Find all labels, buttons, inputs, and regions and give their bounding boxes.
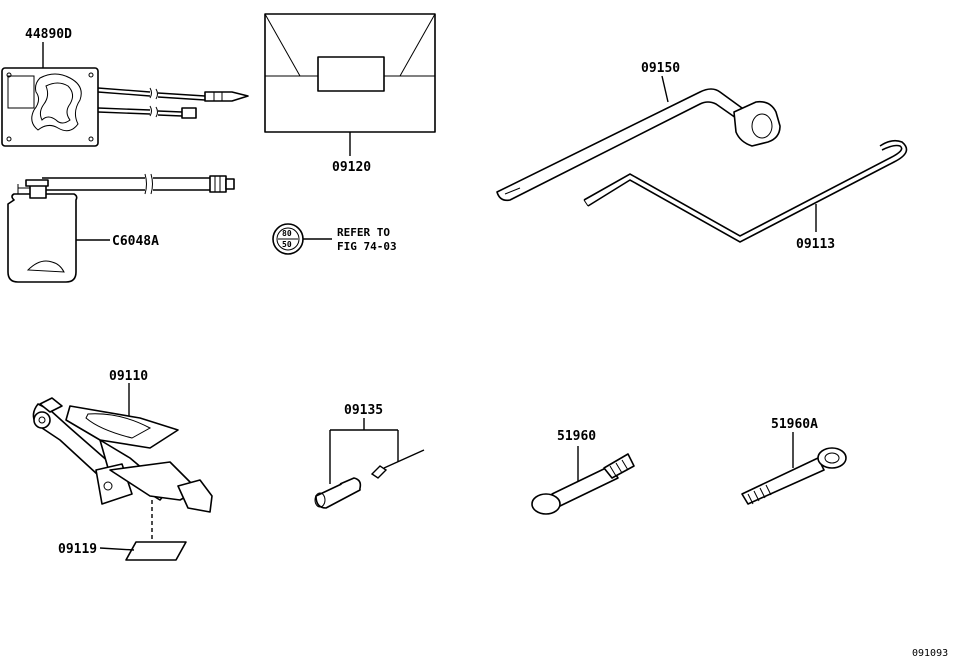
reference-badge	[272, 223, 332, 255]
sealant-bottle-drawing	[7, 173, 235, 283]
badge-bottom-number: 50	[282, 240, 292, 249]
part-label-09135: 09135	[344, 403, 383, 418]
part-label-51960: 51960	[557, 429, 596, 444]
part-label-09120: 09120	[332, 160, 371, 175]
bolt-51960a-drawing	[741, 432, 847, 505]
part-label-c6048a: C6048A	[112, 234, 159, 249]
figure-number: 091093	[912, 648, 948, 659]
label-sticker-drawing	[99, 541, 187, 561]
reference-line-1: REFER TO	[337, 226, 390, 239]
part-label-09113: 09113	[796, 237, 835, 252]
tool-bag-drawing	[264, 13, 436, 156]
part-label-44890d: 44890D	[25, 27, 72, 42]
part-label-09110: 09110	[109, 369, 148, 384]
part-label-09150: 09150	[641, 61, 680, 76]
compressor-unit-drawing	[1, 42, 249, 147]
bolt-51960-drawing	[531, 446, 635, 515]
badge-top-number: 80	[282, 229, 292, 238]
jack-handle-drawing	[583, 139, 908, 243]
lug-wrench-drawing	[496, 75, 781, 202]
reference-line-2: FIG 74-03	[337, 240, 397, 253]
part-label-09119: 09119	[58, 542, 97, 557]
part-label-51960a: 51960A	[771, 417, 818, 432]
scissor-jack-drawing	[32, 383, 213, 540]
tool-set-drawing	[314, 418, 425, 509]
